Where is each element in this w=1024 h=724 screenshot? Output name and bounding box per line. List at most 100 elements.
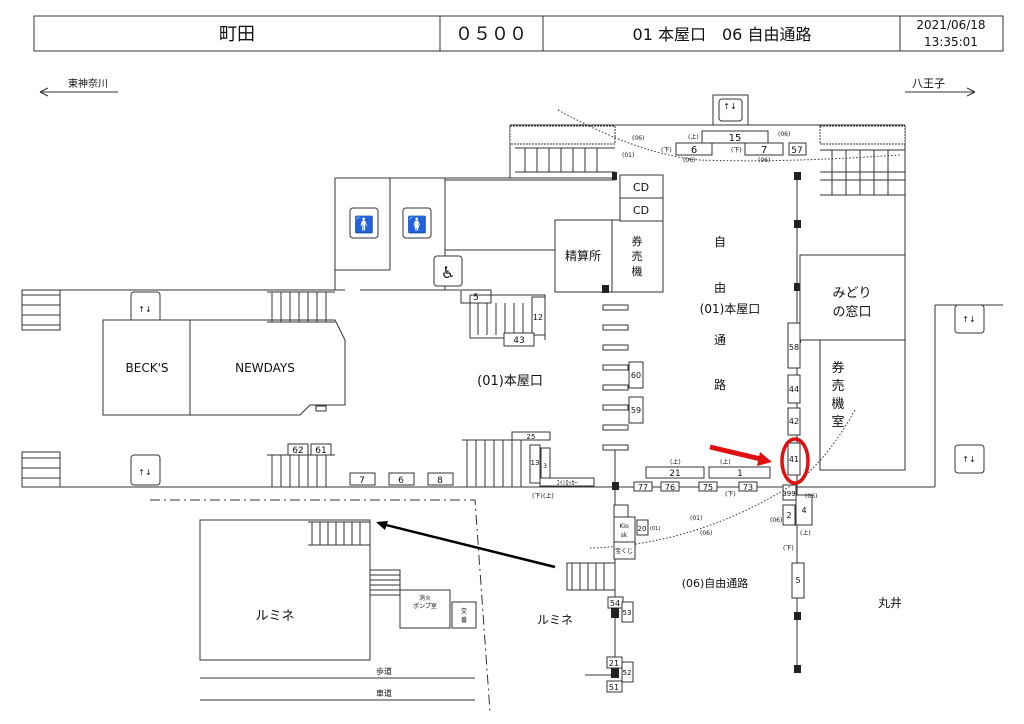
svg-text:売: 売 — [831, 378, 844, 394]
svg-text:↑↓: ↑↓ — [138, 305, 151, 314]
svg-text:車道: 車道 — [376, 688, 392, 698]
svg-text:↑↓: ↑↓ — [962, 315, 975, 324]
svg-text:券: 券 — [632, 234, 643, 248]
svg-text:(上): (上) — [688, 133, 699, 141]
date: 2021/06/18 — [916, 18, 985, 32]
arrow-icon — [377, 521, 556, 569]
station-code: ０５００ — [455, 24, 527, 45]
svg-text:ルミネ: ルミネ — [255, 609, 294, 624]
elevator-icon — [718, 98, 743, 122]
svg-text:59: 59 — [631, 406, 641, 415]
svg-text:sk: sk — [621, 532, 628, 539]
svg-text:売: 売 — [632, 250, 643, 263]
svg-text:6: 6 — [691, 145, 697, 156]
svg-text:BECK'S: BECK'S — [126, 361, 169, 375]
arrow-left-icon — [39, 87, 118, 97]
svg-text:43: 43 — [513, 336, 524, 346]
elevator-icon — [130, 454, 161, 486]
svg-text:(06): (06) — [770, 517, 782, 524]
direction-right: 八王子 — [905, 77, 976, 97]
svg-text:(06): (06) — [700, 530, 712, 537]
svg-text:↑↓: ↑↓ — [138, 468, 151, 477]
svg-text:399: 399 — [782, 490, 795, 498]
highlight-marker — [709, 437, 810, 485]
svg-text:↑↓: ↑↓ — [962, 455, 975, 464]
svg-text:室: 室 — [831, 414, 844, 430]
svg-text:↑↓: ↑↓ — [723, 102, 736, 111]
svg-text:機: 機 — [831, 397, 844, 412]
svg-text:61: 61 — [315, 446, 326, 456]
svg-text:52: 52 — [623, 669, 632, 677]
svg-text:3: 3 — [543, 463, 547, 470]
svg-text:(上): (上) — [720, 458, 731, 466]
svg-text:ルミネ: ルミネ — [537, 613, 573, 627]
atm-2 — [619, 197, 664, 222]
svg-text:(01): (01) — [622, 152, 634, 159]
svg-text:(01): (01) — [650, 526, 660, 532]
svg-text:7: 7 — [359, 476, 365, 486]
svg-text:21: 21 — [609, 659, 619, 668]
svg-text:13: 13 — [531, 459, 540, 467]
svg-text:25: 25 — [527, 433, 536, 441]
area-jiyu-tsuro: (06)自由通路 — [682, 576, 749, 590]
svg-text:CD: CD — [633, 204, 649, 217]
svg-text:(06): (06) — [632, 135, 644, 142]
svg-text:76: 76 — [665, 483, 675, 492]
svg-text:自: 自 — [714, 235, 726, 249]
svg-text:(上): (上) — [543, 492, 554, 500]
svg-text:62: 62 — [292, 446, 303, 456]
svg-text:8: 8 — [437, 476, 443, 486]
svg-text:2: 2 — [786, 511, 791, 520]
svg-text:(下): (下) — [731, 147, 742, 154]
svg-text:57: 57 — [791, 146, 802, 156]
svg-text:🚺: 🚺 — [407, 215, 427, 234]
svg-text:路: 路 — [714, 377, 726, 392]
elevator-icon — [954, 444, 985, 474]
svg-text:42: 42 — [789, 417, 799, 426]
svg-text:15: 15 — [729, 133, 742, 144]
svg-text:CD: CD — [633, 181, 649, 194]
fire-pump-room — [399, 589, 451, 629]
svg-text:(06): (06) — [805, 493, 817, 500]
svg-text:12: 12 — [533, 313, 543, 322]
svg-text:由: 由 — [714, 281, 726, 295]
svg-text:75: 75 — [703, 483, 713, 492]
header-bar: 町田 ０５００ 01 本屋口 06 自由通路 2021/06/18 13:35:… — [33, 15, 1004, 52]
womens-toilet-icon — [402, 207, 432, 239]
right-side: みどり の窓口 券 売 機 室 ↑↓ ↑↓ 58 44 42 41 399 4 … — [589, 172, 1003, 673]
svg-text:消火: 消火 — [419, 594, 431, 602]
svg-text:(下): (下) — [725, 491, 736, 498]
stairs-top-left — [515, 147, 615, 173]
arrow-right-icon — [905, 87, 976, 97]
svg-text:八王子: 八王子 — [912, 77, 945, 90]
svg-text:歩道: 歩道 — [376, 666, 392, 676]
svg-text:5: 5 — [795, 576, 800, 585]
police-box — [451, 601, 477, 629]
svg-text:20: 20 — [638, 525, 647, 533]
svg-text:ｺｲﾝﾛｯｶｰ: ｺｲﾝﾛｯｶｰ — [556, 480, 577, 487]
highlight-circle — [780, 437, 810, 485]
svg-text:53: 53 — [623, 609, 632, 617]
highlight-arrow-icon — [709, 444, 766, 463]
lumine-area: ルミネ 消火 ポンプ室 交 番 歩道 車道 ルミネ 54 53 21 52 51 — [150, 499, 634, 713]
shop-newdays — [189, 319, 346, 416]
svg-text:交: 交 — [461, 607, 467, 615]
ticket-machines — [611, 219, 664, 293]
svg-text:51: 51 — [609, 683, 619, 692]
mens-toilet-icon — [349, 207, 379, 239]
shop-becks — [102, 319, 191, 416]
stairs-left-lower — [267, 454, 335, 488]
svg-text:4: 4 — [801, 506, 806, 515]
center-gates: 21 1 (上) (上) 77 76 75 73 (下) (01) (06) K… — [613, 458, 771, 590]
svg-text:宝くじ: 宝くじ — [615, 547, 633, 555]
left-wing: ↑↓ ↑↓ BECK'S NEWDAYS 62 61 7 6 8 5 12 43… — [21, 289, 800, 500]
svg-text:73: 73 — [743, 483, 753, 492]
svg-text:番: 番 — [461, 617, 467, 624]
svg-text:♿: ♿ — [441, 263, 455, 282]
elevator-icon — [954, 304, 985, 334]
top-concourse: ↑↓ 15 6 7 57 (上) (下) (下) (06) (06) (01) … — [509, 94, 906, 290]
svg-text:🚹: 🚹 — [354, 215, 374, 234]
svg-text:NEWDAYS: NEWDAYS — [235, 361, 295, 375]
svg-text:5: 5 — [473, 293, 479, 303]
